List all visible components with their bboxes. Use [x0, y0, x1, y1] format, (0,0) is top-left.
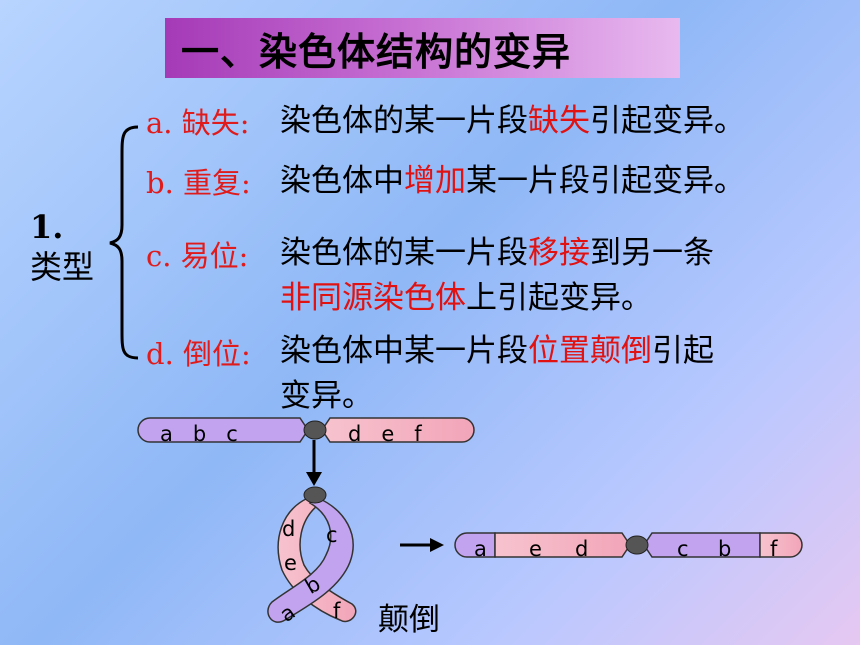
type-text-line: 染色体中某一片段位置颠倒引起	[280, 329, 714, 374]
plain-text: 变异。	[280, 378, 373, 414]
type-text-line: 非同源染色体上引起变异。	[280, 276, 714, 321]
top-genes-right: d e f	[348, 422, 422, 446]
inversion-diagram: a b c d e f d e c b a f a e d c b f	[137, 417, 803, 638]
result-gene-c: c	[677, 537, 689, 561]
type-text-line: 染色体的某一片段移接到另一条	[280, 231, 714, 276]
original-chromosome: a b c d e f	[137, 417, 475, 446]
result-gene-f: f	[770, 537, 778, 561]
plain-text: 染色体的某一片段	[280, 235, 528, 271]
top-genes-left: a b c	[160, 422, 238, 446]
highlight-text: 增加	[404, 163, 466, 199]
highlight-text: 非同源染色体	[280, 280, 466, 316]
inverted-chromosome: a e d c b f	[454, 532, 803, 561]
result-gene-b: b	[718, 537, 731, 561]
loop-gene-e: e	[284, 551, 297, 575]
highlight-text: 移接	[528, 235, 590, 271]
section-number: 1.	[30, 208, 64, 246]
result-gene-e: e	[529, 537, 542, 561]
down-arrow-icon	[306, 440, 322, 486]
plain-text: 染色体中	[280, 163, 404, 199]
plain-text: 某一片段引起变异。	[466, 163, 745, 199]
plain-text: 引起变异。	[590, 103, 745, 139]
type-text-line: 染色体的某一片段缺失引起变异。	[280, 99, 745, 144]
loop-gene-d: d	[282, 517, 295, 541]
type-text-translocation: 染色体的某一片段移接到另一条非同源染色体上引起变异。	[280, 231, 714, 321]
section-header: 1. 类型	[30, 207, 94, 287]
type-text-line: 染色体中增加某一片段引起变异。	[280, 159, 745, 204]
plain-text: 染色体中某一片段	[280, 333, 528, 369]
loop-gene-c: c	[326, 523, 338, 547]
type-label-inversion: d. 倒位:	[146, 337, 251, 371]
diagram-caption: 颠倒	[378, 602, 440, 638]
type-text-inversion: 染色体中某一片段位置颠倒引起变异。	[280, 329, 714, 419]
plain-text: 上引起变异。	[466, 280, 652, 316]
type-text-duplication: 染色体中增加某一片段引起变异。	[280, 159, 745, 204]
type-label-duplication: b. 重复:	[146, 166, 251, 200]
result-gene-a: a	[474, 537, 487, 561]
brace-icon	[109, 125, 139, 360]
plain-text: 引起	[652, 333, 714, 369]
type-text-deletion: 染色体的某一片段缺失引起变异。	[280, 99, 745, 144]
type-label-deletion: a. 缺失:	[146, 106, 250, 140]
plain-text: 到另一条	[590, 235, 714, 271]
right-arrow-icon	[400, 538, 444, 552]
result-gene-d: d	[575, 537, 588, 561]
page-title: 一、染色体结构的变异	[165, 18, 680, 78]
type-text-line: 变异。	[280, 374, 714, 419]
highlight-text: 位置颠倒	[528, 333, 652, 369]
loop-gene-f: f	[333, 599, 341, 623]
inversion-loop: d e c b a f	[267, 486, 357, 627]
highlight-text: 缺失	[528, 103, 590, 139]
type-label-translocation: c. 易位:	[146, 239, 249, 273]
section-label: 类型	[30, 248, 95, 286]
plain-text: 染色体的某一片段	[280, 103, 528, 139]
